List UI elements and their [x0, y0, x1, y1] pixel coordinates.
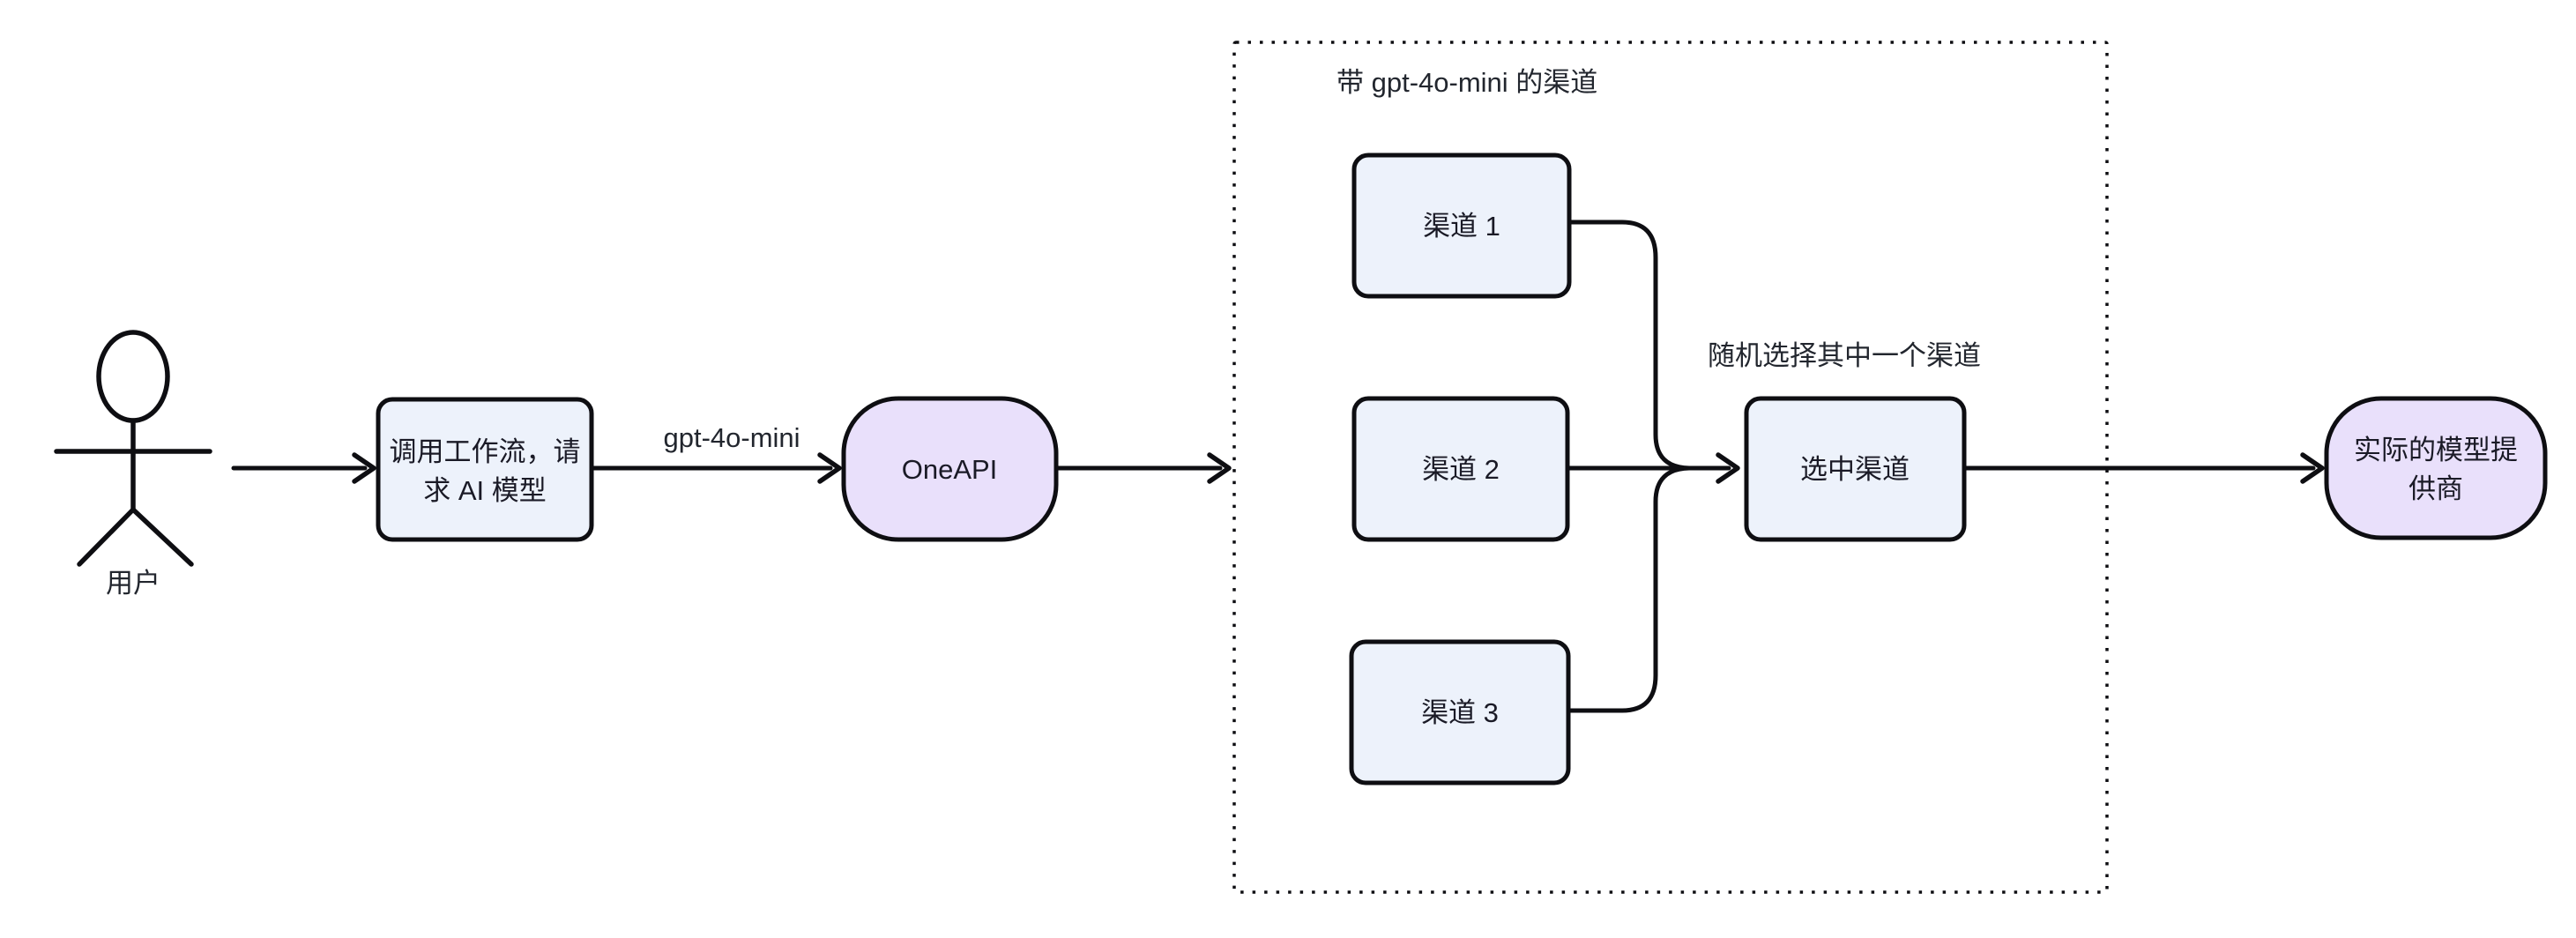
- subgraph-border: [1232, 41, 2109, 894]
- node-channel-2: 渠道 2: [1351, 396, 1570, 542]
- node-provider-label-line2: 供商: [2408, 473, 2463, 504]
- node-workflow-label-line1: 调用工作流，请: [390, 436, 581, 467]
- edge-workflow-oneapi-arrowhead-icon: [817, 452, 842, 484]
- actor-head: [96, 330, 170, 423]
- node-channel-1-label: 渠道 1: [1423, 211, 1500, 242]
- actor-right-leg: [130, 507, 194, 567]
- edge-annotation-random-select: 随机选择其中一个渠道: [1708, 340, 1981, 371]
- node-channel-1-shape: [1351, 153, 1572, 299]
- node-provider-label-line1: 实际的模型提: [2354, 435, 2518, 465]
- node-oneapi-shape: [841, 396, 1059, 542]
- node-selected-channel: 选中渠道: [1744, 396, 1967, 542]
- edge-user-workflow-arrowhead-icon: [352, 452, 376, 484]
- subgraph-title: 带 gpt-4o-mini 的渠道: [1336, 67, 1597, 98]
- node-oneapi: OneAPI: [841, 396, 1059, 542]
- subgraph-channels: 带 gpt-4o-mini 的渠道: [1232, 41, 2109, 894]
- node-provider-shape: [2324, 396, 2548, 540]
- user-actor-icon: 用户: [54, 330, 212, 599]
- node-channel-3-shape: [1349, 639, 1571, 785]
- node-channel-3-label: 渠道 3: [1421, 697, 1499, 728]
- edge-channel1-merge-line: [1567, 220, 1692, 471]
- actor-left-leg: [77, 507, 136, 567]
- node-oneapi-label: OneAPI: [902, 454, 998, 485]
- node-channel-2-label: 渠道 2: [1422, 454, 1500, 485]
- node-channel-3: 渠道 3: [1349, 639, 1571, 785]
- edge-channel3-merge-line: [1567, 465, 1692, 713]
- node-selected-channel-shape: [1744, 396, 1967, 542]
- edge-oneapi-subgraph-arrowhead-icon: [1207, 452, 1232, 484]
- node-channel-2-shape: [1351, 396, 1570, 542]
- node-workflow-shape: [376, 397, 594, 542]
- edges: gpt-4o-mini: [231, 220, 2325, 713]
- node-selected-channel-label: 选中渠道: [1800, 454, 1910, 485]
- edge-channel2-selected-arrowhead-icon: [1716, 452, 1740, 484]
- node-workflow: 调用工作流，请 求 AI 模型: [376, 397, 594, 542]
- actor-label: 用户: [106, 568, 160, 599]
- edge-selected-provider-arrowhead-icon: [2300, 452, 2325, 484]
- node-provider: 实际的模型提 供商: [2324, 396, 2548, 540]
- edge-label-model: gpt-4o-mini: [663, 422, 800, 453]
- node-channel-1: 渠道 1: [1351, 153, 1572, 299]
- node-workflow-label-line2: 求 AI 模型: [423, 475, 547, 506]
